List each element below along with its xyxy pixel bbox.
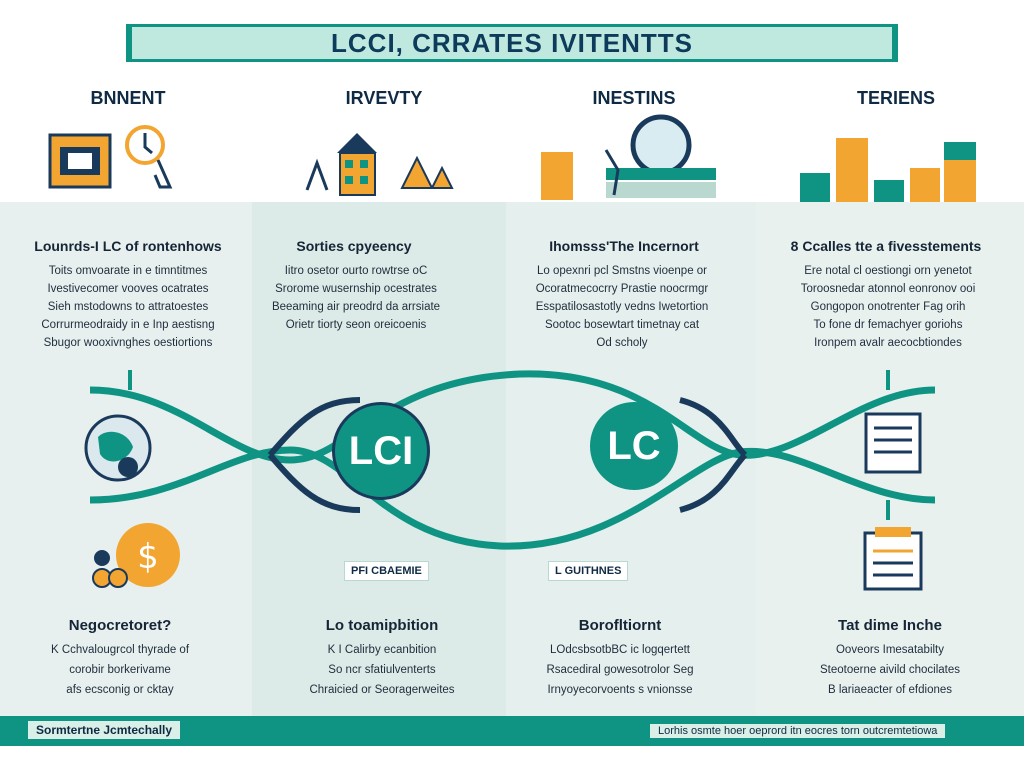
section-body-line: Ocoratmecocrry Prastie noocrmgr	[535, 283, 709, 295]
column-title-2: IRVEVTY	[345, 88, 423, 108]
lower-body-line: Irnyoyecorvoents s vnionsse	[547, 684, 693, 696]
coins-icon: $	[92, 523, 180, 588]
section-body-line: Toroosnedar atonnol eonronov ooi	[800, 283, 976, 295]
lower-body-1: K Cchvalougrcol thyrade of corobir borke…	[0, 640, 240, 700]
section-body-2: Iitro osetor ourto rowtrse oC Srorome wu…	[240, 262, 472, 334]
flow-curves	[89, 370, 936, 550]
node-lci: LCI	[332, 402, 430, 500]
lower-body-line: K I Calirby ecanbition	[327, 644, 437, 656]
section-body-line: Sbugor wooxivnghes oestiortions	[43, 337, 213, 349]
lower-heading-1: Negocretoret?	[68, 617, 172, 634]
section-body-line: Esspatilosastotly vedns Iwetortion	[535, 301, 709, 313]
footer-left-label: Sormtertne Jcmtechally	[28, 721, 181, 739]
lower-heading-4: Tat dime Inche	[838, 617, 942, 634]
section-body-line: Srorome wusernship ocestrates	[275, 283, 437, 295]
section-body-3: Lo opexnri pcl Smstns vioenpe or Ocoratm…	[506, 262, 738, 352]
briefcase-illustration-icon	[48, 125, 173, 189]
section-body-line: Ironpem avalr aecocbtiondes	[814, 337, 962, 349]
section-body-1: Toits omvoarate in e timntitmes Ivestive…	[12, 262, 244, 352]
section-body-line: Sieh mstodowns to attratoestes	[47, 301, 209, 313]
column-title-1: BNNENT	[90, 88, 166, 108]
section-body-line: Ivestivecomer vooves ocatrates	[47, 283, 209, 295]
lower-body-4: Ooveors Imesatabilty Steotoerne aivild c…	[770, 640, 1010, 700]
lower-heading-2: Lo toamipbition	[325, 617, 439, 634]
document-icon	[864, 412, 922, 474]
bar-chart-illustration-icon	[800, 138, 976, 203]
house-illustration-icon	[305, 133, 454, 196]
section-body-line: Ere notal cl oestiongi orn yenetot	[804, 265, 972, 277]
section-body-line: Lo opexnri pcl Smstns vioenpe or	[536, 265, 708, 277]
lower-body-3: LOdcsbsotbBC ic logqertett Rsacediral go…	[500, 640, 740, 700]
section-body-line: Gongopon onotrenter Fag orih	[810, 301, 966, 313]
label-tag-2: L GUITHNES	[548, 561, 629, 581]
section-body-line: Sootoc bosewtart timetnay cat	[544, 319, 700, 331]
lower-body-line: Rsacediral gowesotrolor Seg	[546, 664, 694, 676]
label-tag-1: PFI CBAEMIE	[344, 561, 429, 581]
section-heading-3: Ihomsss'The Incernort	[549, 238, 699, 254]
lower-body-line: afs ecsconig or cktay	[66, 684, 174, 696]
section-body-line: Toits omvoarate in e timntitmes	[48, 265, 208, 277]
column-title-3: INESTINS	[592, 88, 676, 108]
footer-right-label: Lorhis osmte hoer oeprord itn eocres tor…	[650, 724, 946, 738]
lower-body-2: K I Calirby ecanbition So ncr sfatiulven…	[262, 640, 502, 700]
lower-body-line: K Cchvalougrcol thyrade of	[50, 644, 190, 656]
lower-body-line: corobir borkerivame	[69, 664, 171, 676]
section-body-line: To fone dr femachyer goriohs	[813, 319, 963, 331]
lower-body-line: Chraicied or Seoragerweites	[309, 684, 455, 696]
title-banner: LCCI, CRRATES IVITENTTS	[126, 24, 898, 62]
lower-heading-3: Borofltiornt	[578, 617, 662, 634]
section-body-4: Ere notal cl oestiongi orn yenetot Toroo…	[772, 262, 1004, 352]
section-heading-4: 8 Ccalles tte a fivesstements	[790, 238, 982, 254]
section-heading-2: Sorties cpyeency	[296, 238, 412, 254]
section-body-line: Beeaming air preodrd da arrsiate	[271, 301, 441, 313]
section-heading-1: Lounrds-I LC of rontenhows	[34, 238, 222, 254]
globe-icon	[84, 414, 152, 482]
page-title: LCCI, CRRATES IVITENTTS	[132, 27, 892, 59]
column-title-4: TERIENS	[856, 88, 935, 108]
section-body-line: Orietr tiorty seon oreicoenis	[285, 319, 427, 331]
svg-text:$: $	[137, 537, 159, 577]
lower-body-line: So ncr sfatiulventerts	[328, 664, 436, 676]
lower-body-line: Steotoerne aivild chocilates	[820, 664, 960, 676]
section-body-line: Od scholy	[596, 337, 648, 349]
node-lc: LC	[590, 402, 678, 490]
section-body-line: Corrurmeodraidy in e Inp aestisng	[41, 319, 215, 331]
lower-body-line: Ooveors Imesatabilty	[835, 644, 944, 656]
lower-body-line: LOdcsbsotbBC ic logqertett	[550, 644, 690, 656]
lower-body-line: B lariaeacter of efdiones	[827, 684, 953, 696]
clipboard-icon	[863, 527, 923, 591]
section-body-line: Iitro osetor ourto rowtrse oC	[284, 265, 428, 277]
magnifier-illustration-icon	[541, 114, 716, 200]
